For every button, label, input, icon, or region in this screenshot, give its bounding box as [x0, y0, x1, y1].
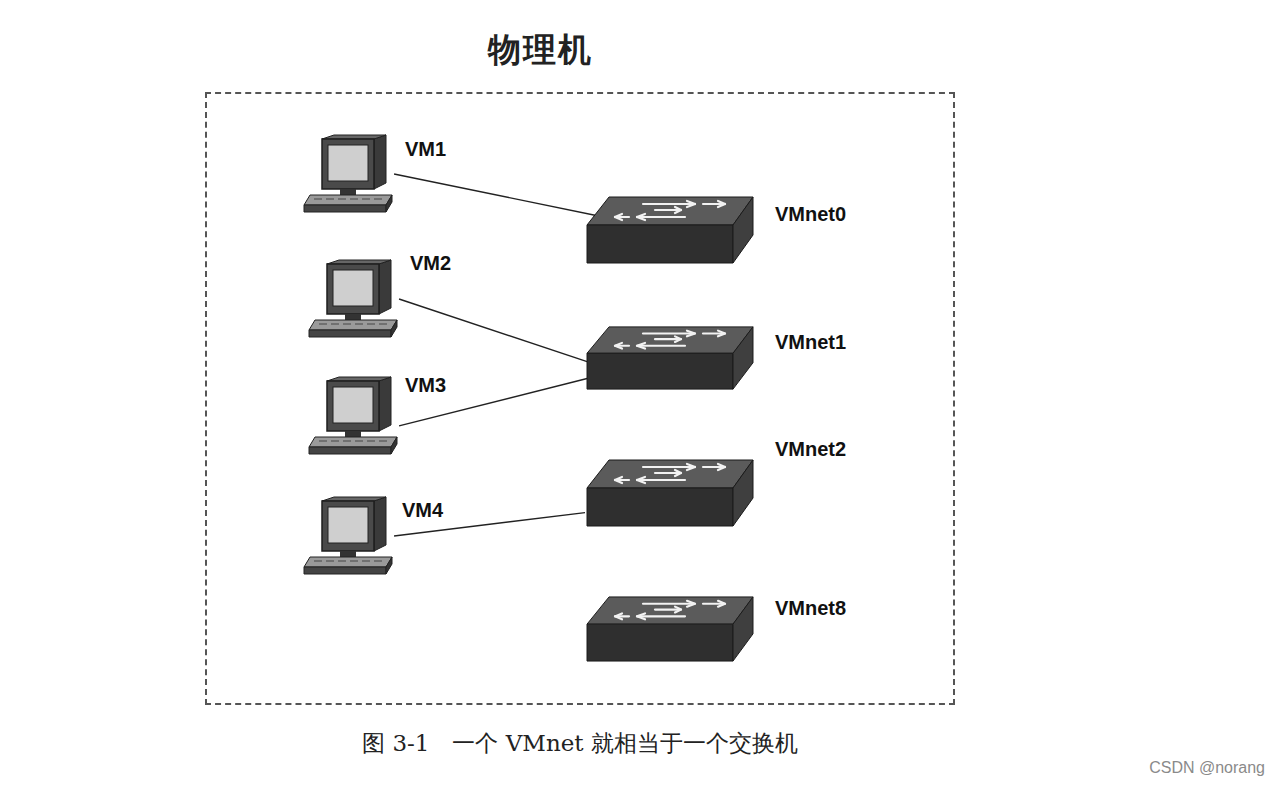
virtual-switch: VMnet2 [585, 458, 755, 528]
computer-icon [305, 375, 400, 457]
virtual-machine: VM4 [300, 495, 395, 577]
virtual-switch: VMnet0 [585, 195, 755, 265]
vm-name: VM4 [402, 499, 443, 522]
virtual-machine: VM2 [305, 258, 400, 340]
switch-icon [585, 458, 755, 528]
figure-caption: 图 3-1 一个 VMnet 就相当于一个交换机 [0, 728, 1160, 759]
network-link [399, 299, 590, 363]
virtual-machine: VM1 [300, 133, 395, 215]
virtual-switch: VMnet1 [585, 325, 755, 391]
vm-name: VM3 [405, 374, 446, 397]
switch-name: VMnet2 [775, 438, 846, 461]
switch-name: VMnet1 [775, 331, 846, 354]
switch-icon [585, 325, 755, 391]
vm-name: VM2 [410, 252, 451, 275]
host-machine-frame: 物理机VM1VMnet0VM2VMnet1VM3VMnet2VM4VMnet8 [205, 92, 955, 705]
switch-name: VMnet0 [775, 203, 846, 226]
watermark: CSDN @norang [1149, 759, 1265, 777]
vm-name: VM1 [405, 138, 446, 161]
computer-icon [300, 495, 395, 577]
switch-icon [585, 195, 755, 265]
computer-icon [305, 258, 400, 340]
virtual-switch: VMnet8 [585, 595, 755, 663]
switch-name: VMnet8 [775, 597, 846, 620]
frame-title: 物理机 [488, 28, 593, 73]
switch-icon [585, 595, 755, 663]
virtual-machine: VM3 [305, 375, 400, 457]
network-link [394, 174, 599, 216]
computer-icon [300, 133, 395, 215]
